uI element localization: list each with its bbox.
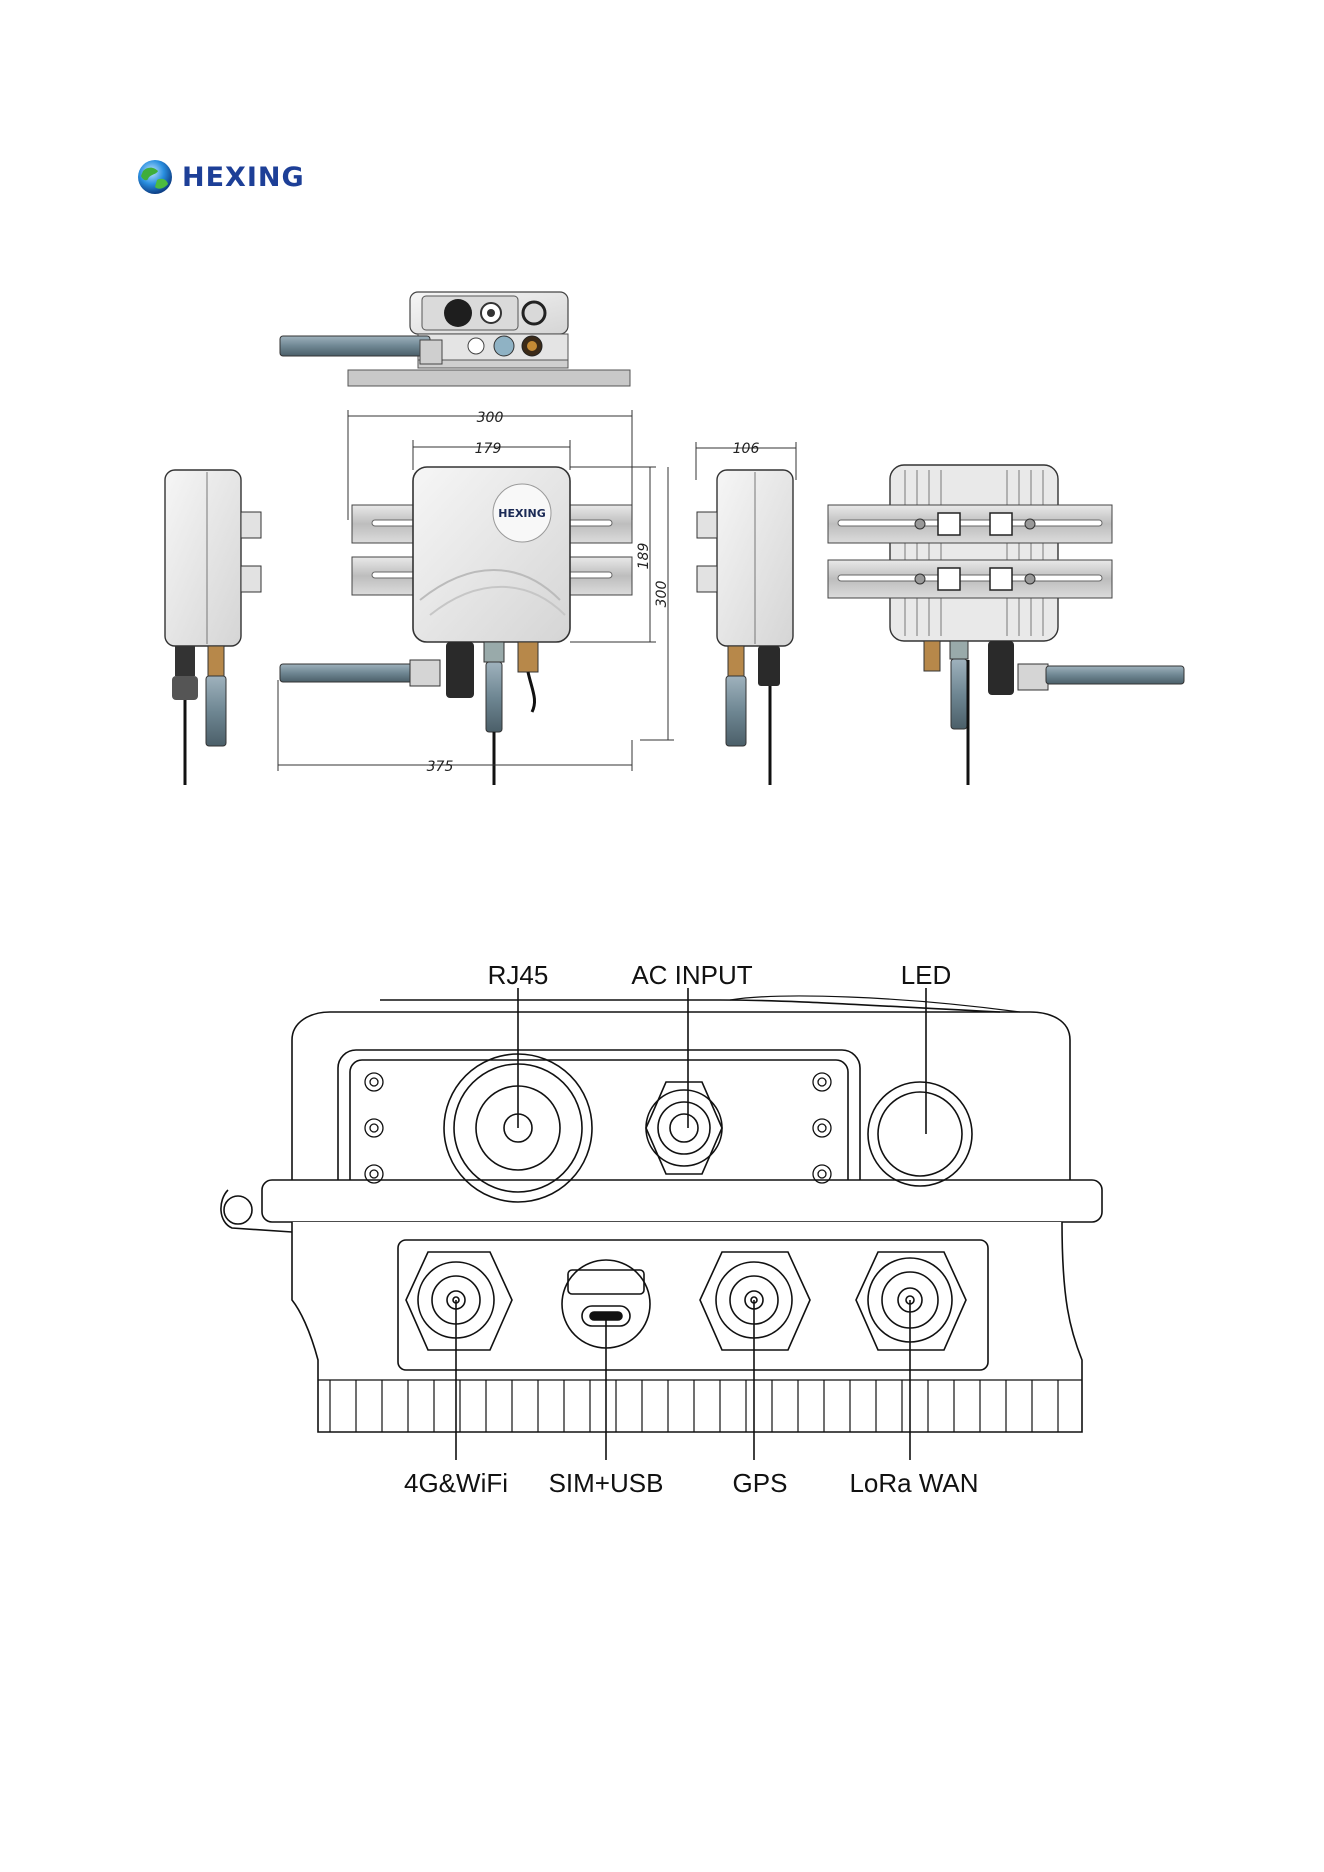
port-label-4g-wifi: 4G&WiFi	[404, 1468, 508, 1498]
port-label-lora-wan: LoRa WAN	[849, 1468, 978, 1498]
port-label-ac-input: AC INPUT	[631, 960, 752, 990]
dim-depth: 106	[733, 441, 760, 457]
port-label-sim-usb: SIM+USB	[549, 1468, 664, 1498]
dim-width-total: 300	[477, 410, 504, 426]
port-label-rj45: RJ45	[488, 960, 549, 990]
device-badge: HEXING	[498, 507, 546, 520]
top-view	[280, 292, 630, 386]
back-view	[828, 465, 1184, 785]
port-label-gps: GPS	[733, 1468, 788, 1498]
dim-length-antenna: 375	[427, 759, 454, 775]
right-side-view: 106	[696, 441, 796, 785]
port-diagram	[221, 988, 1102, 1460]
dim-width-body: 179	[475, 441, 502, 457]
left-side-view	[165, 470, 261, 785]
port-label-led: LED	[901, 960, 952, 990]
dim-height-body: 189	[636, 543, 652, 570]
front-view: HEXING 300 179 189 300 375	[278, 410, 674, 785]
dim-height-total: 300	[654, 581, 670, 608]
